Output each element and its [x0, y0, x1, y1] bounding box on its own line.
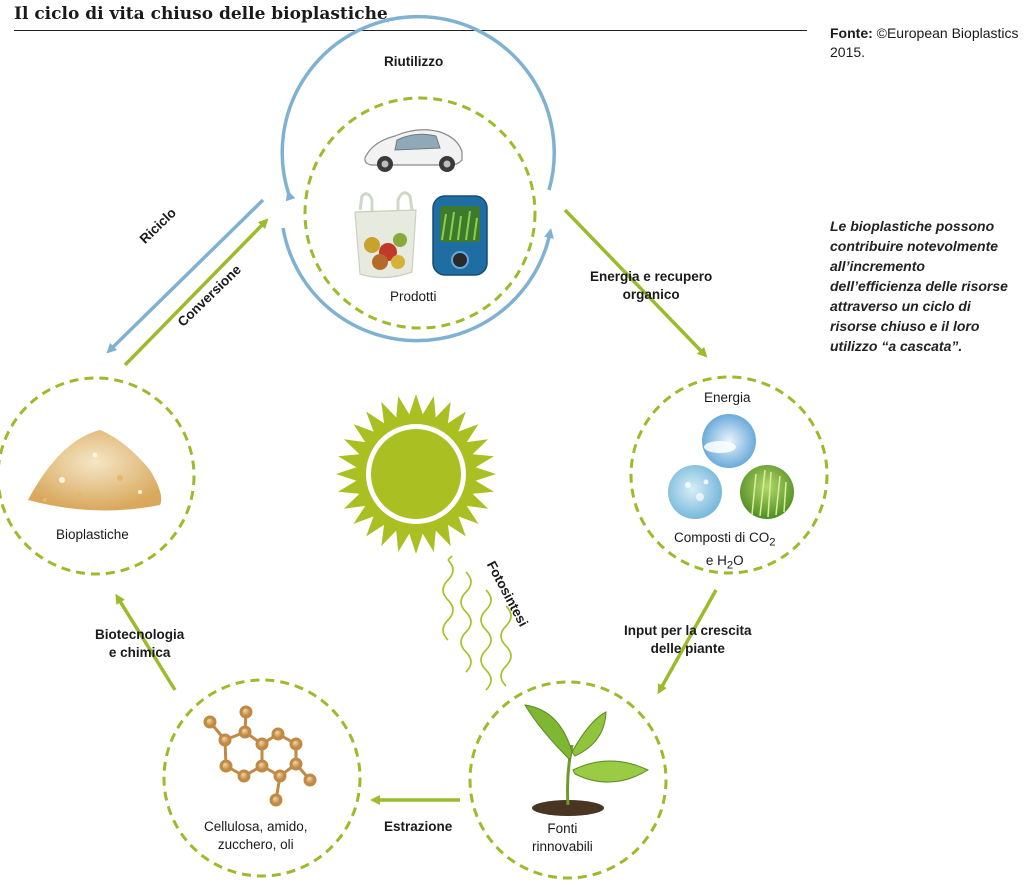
- source-text: ©European Bioplastics 2015.: [830, 25, 1019, 60]
- side-note: Le bioplastiche possono contribuire note…: [830, 218, 1008, 354]
- node-cellulosa-label: Cellulosa, amido, zucchero, oli: [204, 818, 308, 854]
- car-icon: [364, 129, 463, 172]
- node-cellulosa-circle: [162, 678, 362, 878]
- biotecnologia-line1: Biotecnologia: [95, 627, 185, 642]
- powder-pile-icon: [28, 430, 162, 511]
- riutilizzo-label: Riutilizzo: [384, 54, 444, 69]
- fonti-line1: Fonti: [547, 821, 578, 836]
- estrazione-label: Estrazione: [384, 819, 453, 834]
- phone-icon: [432, 195, 488, 276]
- water-drops-icon: [668, 465, 722, 519]
- sun-icon: [336, 394, 496, 554]
- node-bioplastiche-circle: [0, 376, 196, 576]
- node-prodotti-circle: [303, 96, 537, 330]
- input-crescita-line1: Input per la crescita: [624, 623, 752, 638]
- cellulosa-line2: zucchero, oli: [217, 837, 294, 852]
- sky-icon: [702, 414, 756, 468]
- node-energia-circle: [629, 375, 829, 575]
- energia-recupero-line1: Energia e recupero: [590, 269, 713, 284]
- node-fonti-circle: [468, 680, 668, 880]
- node-composti-label: Composti di CO2 e H2O: [674, 530, 776, 572]
- node-prodotti-label: Prodotti: [390, 289, 437, 304]
- source-credit: Fonte: ©European Bioplastics 2015.: [830, 24, 1020, 62]
- energia-recupero-arrow: [563, 208, 708, 358]
- molecule-icon: [203, 705, 317, 807]
- riutilizzo-arc: [280, 14, 556, 202]
- riutilizzo-arc-bottom: [281, 227, 554, 343]
- biotecnologia-label: Biotecnologia e chimica: [95, 626, 184, 662]
- bag-icon: [354, 191, 417, 279]
- photosynthesis-waves-icon: [442, 555, 512, 691]
- plant-icon: [524, 704, 650, 816]
- page-title: Il ciclo di vita chiuso delle bioplastic…: [14, 4, 388, 24]
- energia-recupero-line2: organico: [622, 287, 680, 302]
- input-crescita-arrow: [657, 589, 718, 695]
- fonti-line2: rinnovabili: [532, 839, 593, 854]
- source-label: Fonte:: [830, 25, 873, 41]
- input-crescita-label: Input per la crescita delle piante: [624, 622, 752, 658]
- node-fonti-label: Fonti rinnovabili: [532, 820, 593, 856]
- cellulosa-line1: Cellulosa, amido,: [204, 819, 308, 834]
- title-divider: [14, 30, 807, 31]
- conversione-arrow: [123, 218, 269, 367]
- node-bioplastiche-label: Bioplastiche: [56, 527, 129, 542]
- input-crescita-line2: delle piante: [650, 641, 725, 656]
- biotecnologia-arrow: [115, 593, 177, 691]
- biotecnologia-line2: e chimica: [108, 645, 171, 660]
- riciclo-arrow: [106, 198, 265, 354]
- node-energia-label: Energia: [704, 390, 751, 405]
- energia-recupero-label: Energia e recupero organico: [590, 268, 712, 304]
